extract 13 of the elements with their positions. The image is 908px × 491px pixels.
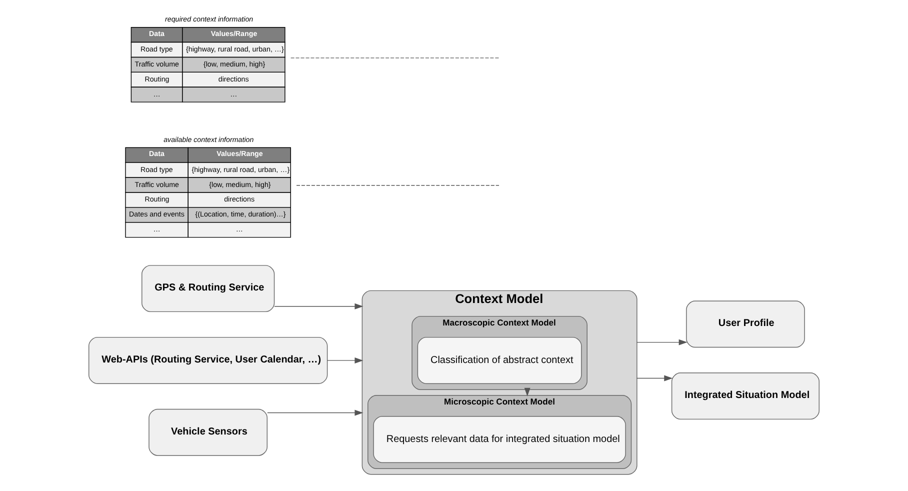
node-box: Requests relevant data for integrated situation model [373,416,626,463]
node-box: User Profile [686,300,805,348]
arrow [267,410,364,416]
arrow [327,357,364,364]
connector [296,185,500,186]
node-box: Integrated Situation Model [671,372,820,420]
arrow [636,375,673,382]
arrow [636,339,688,346]
arrow [274,303,364,310]
node-box: Classification of abstract context [417,336,582,384]
node-box: GPS & Routing Service [142,265,275,312]
node-box: Vehicle Sensors [148,408,268,456]
node-box: Web-APIs (Routing Service, User Calendar, …) [88,336,328,384]
